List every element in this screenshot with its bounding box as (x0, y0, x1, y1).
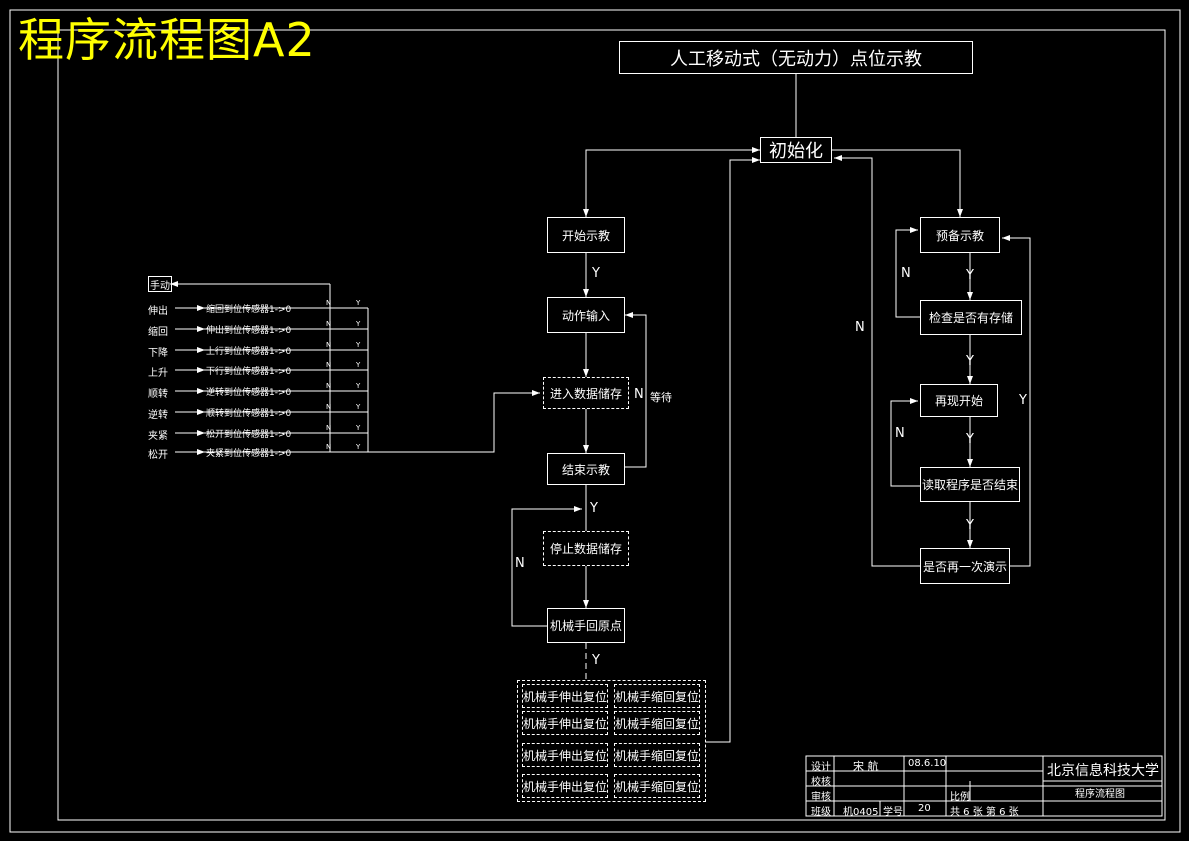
manual-action: 伸出 (148, 306, 168, 317)
student-no-value: 20 (918, 803, 931, 814)
sensor-label: 顺转到位传感器1->0 (206, 409, 292, 419)
student-no-label: 学号 (883, 807, 903, 818)
n-label: N (634, 387, 644, 402)
y-label: Y (356, 341, 361, 349)
y-label: Y (966, 354, 974, 369)
sensor-label: 上行到位传感器1->0 (206, 347, 292, 357)
stop-store-box: 停止数据储存 (543, 531, 629, 566)
read-end-box: 读取程序是否结束 (920, 467, 1020, 502)
reset-cell: 机械手伸出复位 (522, 684, 608, 708)
manual-action: 逆转 (148, 410, 168, 421)
check-storage-box: 检查是否有存储 (920, 300, 1022, 335)
n-label: N (326, 403, 332, 411)
prep-teach-box: 预备示教 (920, 217, 1000, 253)
y-label: Y (356, 299, 361, 307)
design-date: 08.6.10 (908, 758, 947, 769)
drawing-name: 程序流程图 (1075, 789, 1125, 800)
n-label: N (855, 320, 865, 335)
init-box: 初始化 (760, 137, 832, 163)
start-teach-box: 开始示教 (547, 217, 625, 253)
sensor-label: 缩回到位传感器1->0 (206, 305, 292, 315)
manual-box: 手动 (148, 276, 172, 292)
n-label: N (326, 424, 332, 432)
reset-grid (517, 680, 706, 802)
n-label: N (326, 299, 332, 307)
wait-label: 等待 (650, 391, 672, 404)
n-label: N (326, 341, 332, 349)
y-label: Y (966, 432, 974, 447)
y-label: Y (356, 320, 361, 328)
n-label: N (326, 382, 332, 390)
reset-cell: 机械手缩回复位 (614, 774, 700, 798)
reset-cell: 机械手伸出复位 (522, 774, 608, 798)
n-label: N (326, 443, 332, 451)
sensor-label: 逆转到位传感器1->0 (206, 388, 292, 398)
y-label: Y (356, 361, 361, 369)
sheet-info: 共 6 张 第 6 张 (950, 807, 1019, 818)
n-label: N (326, 361, 332, 369)
scale-label: 比例 (950, 792, 970, 803)
top-box: 人工移动式（无动力）点位示教 (619, 41, 973, 74)
reset-cell: 机械手伸出复位 (522, 743, 608, 767)
check-label: 校核 (811, 777, 831, 788)
y-label: Y (1019, 393, 1027, 408)
n-label: N (515, 556, 525, 571)
y-label: Y (356, 424, 361, 432)
manual-action: 夹紧 (148, 431, 168, 442)
y-label: Y (356, 443, 361, 451)
manual-action: 上升 (148, 368, 168, 379)
sensor-label: 下行到位传感器1->0 (206, 367, 292, 377)
end-teach-box: 结束示教 (547, 453, 625, 485)
reset-cell: 机械手缩回复位 (614, 711, 700, 735)
design-name: 宋 航 (853, 760, 879, 773)
y-label: Y (356, 382, 361, 390)
class-label: 班级 (811, 807, 831, 818)
reset-cell: 机械手缩回复位 (614, 684, 700, 708)
action-input-box: 动作输入 (547, 297, 625, 333)
reset-cell: 机械手缩回复位 (614, 743, 700, 767)
y-label: Y (592, 653, 600, 668)
sensor-label: 伸出到位传感器1->0 (206, 326, 292, 336)
manual-action: 顺转 (148, 389, 168, 400)
y-label: Y (356, 403, 361, 411)
page-title: 程序流程图A2 (18, 13, 316, 67)
manual-action: 下降 (148, 348, 168, 359)
design-label: 设计 (811, 762, 831, 773)
class-value: 机0405 (843, 807, 879, 818)
n-label: N (895, 426, 905, 441)
manual-action: 缩回 (148, 327, 168, 338)
sensor-label: 松开到位传感器1->0 (206, 430, 292, 440)
n-label: N (901, 266, 911, 281)
home-box: 机械手回原点 (547, 608, 625, 643)
y-label: Y (966, 268, 974, 283)
reset-cell: 机械手伸出复位 (522, 711, 608, 735)
sensor-label: 夹紧到位传感器1->0 (206, 449, 292, 459)
again-box: 是否再一次演示 (920, 548, 1010, 584)
manual-action: 松开 (148, 450, 168, 461)
y-label: Y (592, 266, 600, 281)
y-label: Y (966, 518, 974, 533)
store-data-box: 进入数据储存 (543, 377, 629, 409)
replay-start-box: 再现开始 (920, 384, 998, 417)
review-label: 审核 (811, 792, 831, 803)
y-label: Y (590, 501, 598, 516)
n-label: N (326, 320, 332, 328)
university-name: 北京信息科技大学 (1047, 763, 1159, 779)
